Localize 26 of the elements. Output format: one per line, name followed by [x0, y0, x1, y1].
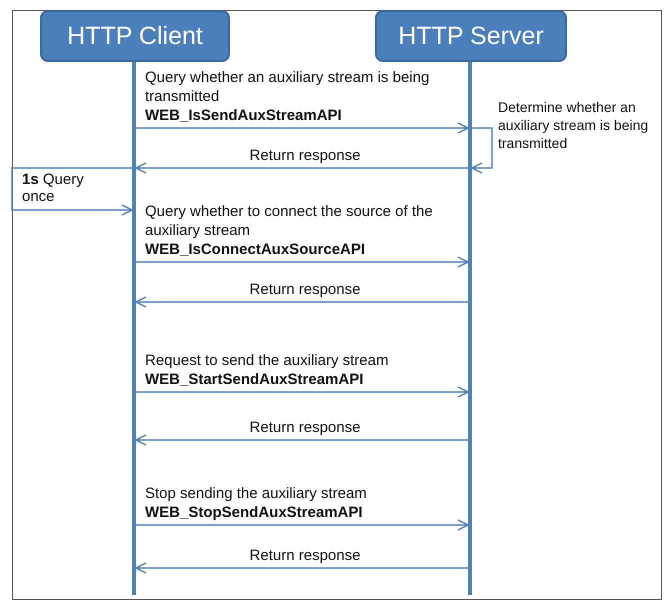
message-arrow	[135, 162, 468, 174]
message-label: Return response	[250, 146, 360, 165]
message-arrow	[11, 167, 133, 216]
lifeline	[132, 62, 136, 595]
message-label: Request to send the auxiliary stream WEB_StartSendAuxStreamAPI	[145, 351, 388, 389]
message-arrow	[136, 256, 469, 268]
message-arrow	[135, 296, 468, 308]
participant-box	[375, 10, 567, 62]
message-label: 1s Query once	[22, 171, 85, 205]
message-arrow	[471, 127, 493, 174]
message-label: Query whether to connect the source of the auxiliary stream WEB_IsConnectAuxSourceAPI	[145, 202, 434, 259]
message-label: Return response	[250, 418, 360, 437]
message-label: Query whether an auxiliary stream is being transmitted WEB_IsSendAuxStreamAPI	[145, 68, 430, 125]
message-label: Determine whether an auxiliary stream is being transmitted	[498, 98, 650, 152]
message-arrow	[136, 122, 469, 134]
participant-box	[40, 10, 230, 62]
message-arrow	[135, 562, 468, 574]
message-arrow	[136, 386, 469, 398]
lifeline	[468, 62, 472, 595]
message-label: Return response	[250, 280, 360, 299]
message-label: Stop sending the auxiliary stream WEB_StopSendAuxStreamAPI	[145, 484, 367, 522]
message-arrow	[136, 519, 469, 531]
message-arrow	[135, 434, 468, 446]
message-label: Return response	[250, 546, 360, 565]
participant-name: HTTP Client	[67, 24, 203, 48]
participant-name: HTTP Server	[398, 24, 544, 48]
